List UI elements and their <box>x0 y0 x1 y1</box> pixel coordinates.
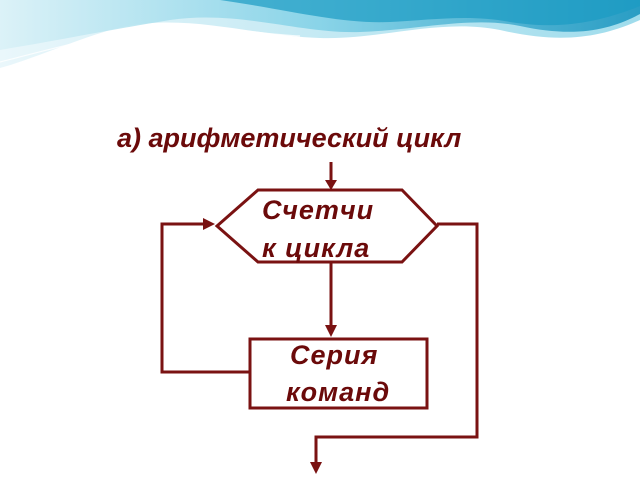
loop-back-line <box>160 222 250 374</box>
exit-line <box>314 222 479 464</box>
slide-title: а) арифметический цикл <box>117 123 461 153</box>
entry-arrowhead <box>325 180 337 190</box>
loop-counter-label-line1: Счетчи <box>262 195 374 225</box>
loop-counter-label-line2: к цикла <box>262 233 370 263</box>
body-arrowhead <box>325 325 337 337</box>
command-series-block <box>248 337 429 410</box>
header-wave-decoration <box>0 0 640 68</box>
command-series-label-line2: команд <box>286 377 390 407</box>
loop-counter-block <box>214 188 440 264</box>
loop-back-arrowhead <box>203 218 215 230</box>
exit-arrowhead <box>310 462 322 474</box>
command-series-label-line1: Серия <box>290 340 378 370</box>
